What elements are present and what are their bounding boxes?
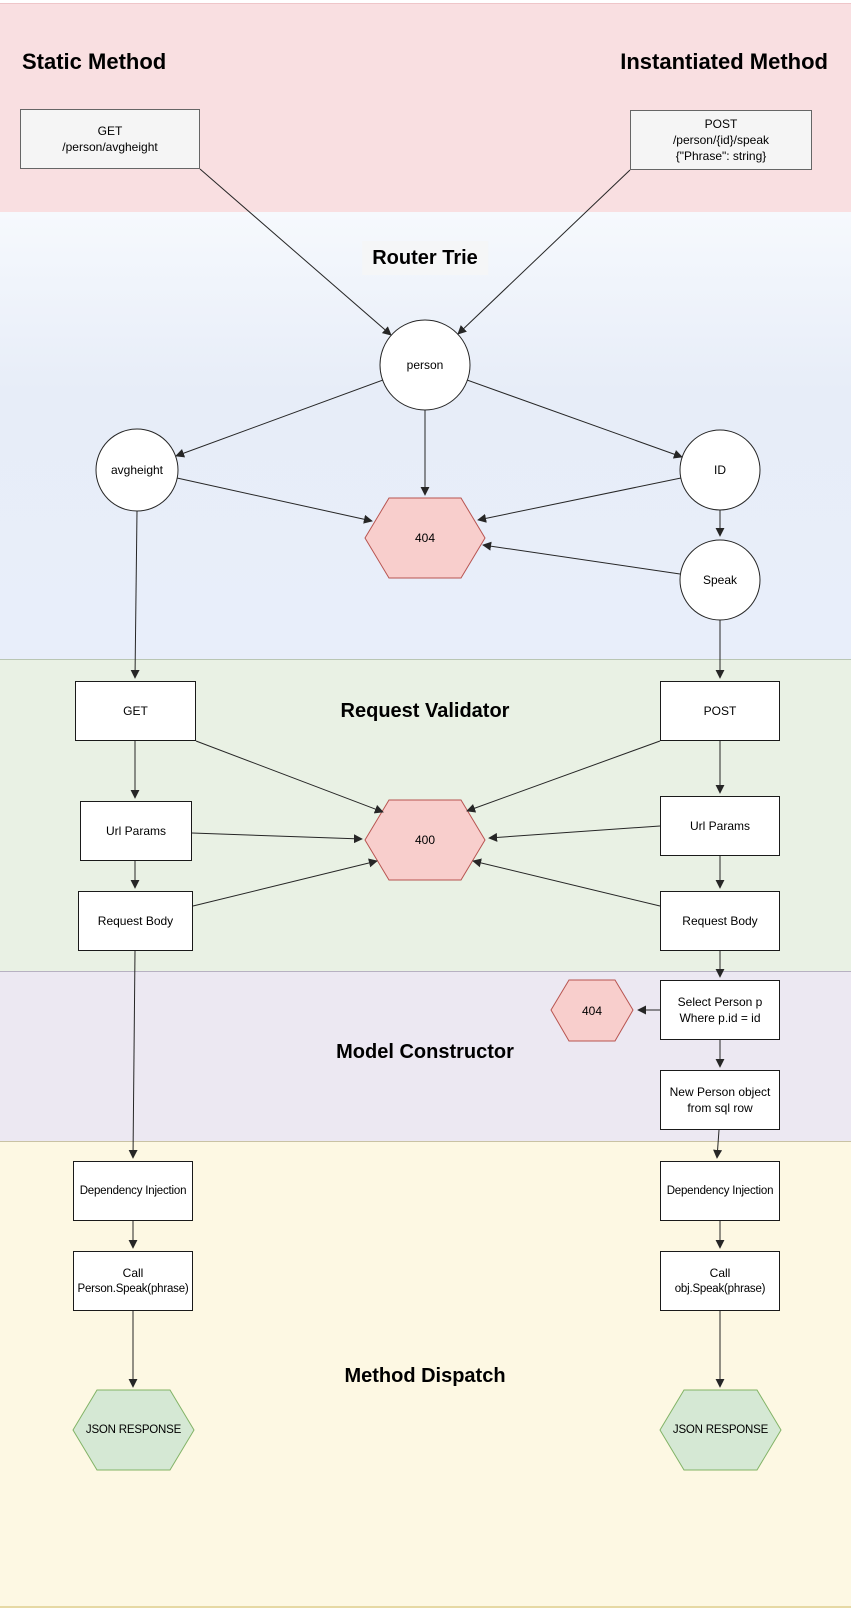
node-model-404-hexagon[interactable] [550, 979, 634, 1042]
node-avgheight-circle[interactable] [95, 428, 179, 512]
node-speak-circle[interactable] [679, 539, 761, 621]
static-request-method: GET [97, 124, 123, 138]
request-body-right-box[interactable]: Request Body [660, 891, 780, 951]
request-body-left-label: Request Body [97, 914, 174, 928]
call-right-line2: obj.Speak(phrase) [674, 1283, 766, 1295]
dependency-injection-left-box[interactable]: Dependency Injection [73, 1161, 193, 1221]
url-params-left-box[interactable]: Url Params [80, 801, 192, 861]
method-dispatch-title: Method Dispatch [344, 1365, 506, 1387]
static-request-box[interactable]: GET /person/avgheight [20, 109, 200, 169]
edge-person-to-avgheight [175, 379, 384, 458]
url-params-right-label: Url Params [689, 819, 750, 833]
edge-requestbody-to-di-left [128, 950, 138, 1159]
dependency-injection-left-label: Dependency Injection [79, 1185, 187, 1197]
node-person-circle[interactable] [379, 319, 471, 411]
router-trie-title: Router Trie [362, 241, 488, 275]
edge-requestbody-right-to-400 [472, 858, 661, 907]
call-obj-speak-box[interactable]: Call obj.Speak(phrase) [660, 1251, 780, 1311]
new-person-line2: from sql row [687, 1101, 753, 1115]
validator-get-label: GET [123, 704, 148, 718]
edge-avgheight-to-404 [176, 477, 373, 524]
new-person-box[interactable]: New Person object from sql row [660, 1070, 780, 1130]
select-person-line1: Select Person p [677, 995, 763, 1009]
node-404-hexagon[interactable] [364, 497, 486, 579]
edge-avgheight-to-get [130, 510, 140, 679]
node-400-hexagon[interactable] [364, 799, 486, 881]
node-json-response-right-hexagon[interactable] [659, 1389, 782, 1471]
instantiated-request-path: /person/{id}/speak [672, 133, 770, 147]
call-left-line2: Person.Speak(phrase) [77, 1283, 189, 1295]
edge-urlparams-right-to-400 [488, 825, 661, 842]
validator-post-box[interactable]: POST [660, 681, 780, 741]
dependency-injection-right-box[interactable]: Dependency Injection [660, 1161, 780, 1221]
request-body-right-label: Request Body [682, 914, 758, 928]
edge-id-to-404 [477, 477, 682, 523]
edge-requestbody-left-to-400 [192, 858, 378, 907]
edge-person-to-id [466, 379, 683, 459]
call-person-speak-box[interactable]: Call Person.Speak(phrase) [73, 1251, 193, 1311]
request-body-left-box[interactable]: Request Body [78, 891, 193, 951]
edge-post-to-person [457, 169, 631, 335]
new-person-line1: New Person object [669, 1085, 771, 1099]
section-entry-band [0, 3, 851, 213]
instantiated-request-body: {"Phrase": string} [675, 149, 767, 163]
select-person-line2: Where p.id = id [679, 1011, 761, 1025]
edge-newperson-to-di-right [713, 1129, 723, 1159]
validator-get-box[interactable]: GET [75, 681, 196, 741]
validator-post-label: POST [703, 704, 737, 718]
call-right-line1: Call [709, 1266, 731, 1280]
edge-urlparams-left-to-400 [191, 832, 363, 844]
instantiated-method-heading: Instantiated Method [620, 49, 828, 74]
request-validator-title: Request Validator [340, 700, 510, 722]
call-left-line1: Call [122, 1266, 144, 1280]
static-request-path: /person/avgheight [62, 140, 158, 154]
node-id-circle[interactable] [679, 429, 761, 511]
node-json-response-left-hexagon[interactable] [72, 1389, 195, 1471]
edge-get-to-400 [195, 740, 384, 814]
edge-speak-to-404 [482, 541, 681, 575]
instantiated-request-method: POST [704, 117, 738, 131]
url-params-right-box[interactable]: Url Params [660, 796, 780, 856]
instantiated-request-box[interactable]: POST /person/{id}/speak {"Phrase": strin… [630, 110, 812, 170]
model-constructor-title: Model Constructor [336, 1041, 514, 1063]
select-person-box[interactable]: Select Person p Where p.id = id [660, 980, 780, 1040]
edge-post-to-400 [466, 740, 661, 813]
static-method-heading: Static Method [22, 49, 167, 74]
edge-get-to-person [199, 168, 392, 336]
dependency-injection-right-label: Dependency Injection [666, 1185, 774, 1197]
url-params-left-label: Url Params [105, 824, 166, 838]
